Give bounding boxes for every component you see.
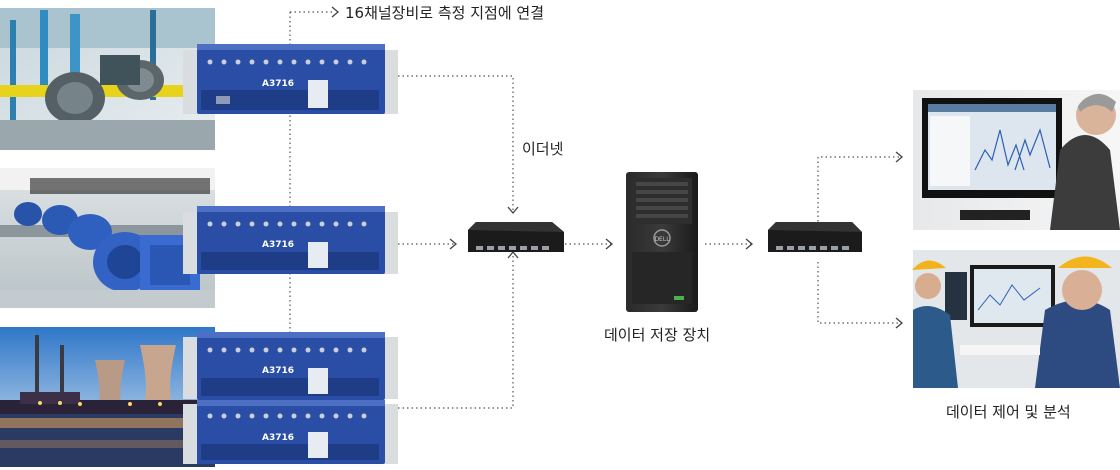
network-switch-right — [768, 222, 862, 252]
ethernet-label: 이더넷 — [522, 140, 564, 158]
device-bottom-lower — [183, 400, 398, 464]
network-switch-left — [468, 222, 564, 252]
device-bottom-upper — [183, 332, 398, 400]
device-bottom-upper-model: A3716 — [262, 366, 294, 376]
device-top — [183, 44, 398, 114]
storage-label: 데이터 저장 장치 — [604, 326, 711, 344]
device-top-model: A3716 — [262, 79, 294, 89]
motor-row-photo — [0, 168, 215, 308]
top-connector-label: 16채널장비로 측정 지점에 연결 — [345, 4, 544, 22]
arrow-heads — [331, 6, 904, 329]
server-brand-logo: DELL — [654, 236, 670, 243]
device-middle-model: A3716 — [262, 240, 294, 250]
device-bottom-lower-model: A3716 — [262, 433, 294, 443]
pump-room-photo — [0, 8, 215, 150]
engineers-photo — [912, 250, 1120, 388]
power-plant-photo — [0, 327, 215, 467]
device-middle — [183, 206, 398, 274]
control-analysis-label: 데이터 제어 및 분석 — [946, 403, 1071, 421]
storage-server — [626, 172, 698, 312]
operator-photo — [913, 90, 1120, 230]
